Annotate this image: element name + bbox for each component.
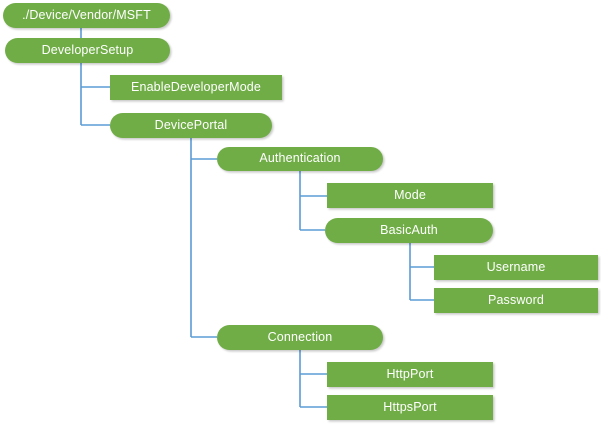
- tree-node-label: Authentication: [259, 151, 341, 166]
- tree-node-label: ./Device/Vendor/MSFT: [22, 7, 151, 22]
- tree-node-basicauth[interactable]: BasicAuth: [325, 218, 493, 243]
- tree-node-label: Mode: [394, 187, 426, 202]
- tree-node-connection[interactable]: Connection: [217, 325, 383, 350]
- tree-node-httpsport[interactable]: HttpsPort: [327, 395, 493, 420]
- tree-node-label: Username: [486, 259, 546, 274]
- tree-node-root[interactable]: ./Device/Vendor/MSFT: [3, 3, 170, 28]
- tree-node-label: HttpPort: [386, 366, 434, 381]
- tree-node-deviceportal[interactable]: DevicePortal: [110, 113, 272, 138]
- tree-node-label: HttpsPort: [383, 399, 437, 414]
- tree-node-label: Connection: [267, 329, 333, 344]
- tree-node-label: BasicAuth: [380, 222, 438, 237]
- tree-node-label: DeveloperSetup: [41, 42, 134, 57]
- tree-node-label: DevicePortal: [154, 117, 228, 132]
- tree-node-authentication[interactable]: Authentication: [217, 147, 383, 171]
- tree-node-label: Password: [487, 292, 545, 307]
- tree-node-developersetup[interactable]: DeveloperSetup: [5, 38, 170, 63]
- tree-node-username[interactable]: Username: [434, 255, 598, 280]
- tree-node-mode[interactable]: Mode: [327, 183, 493, 208]
- tree-node-label: EnableDeveloperMode: [130, 79, 262, 94]
- tree-node-enabledevelopermode[interactable]: EnableDeveloperMode: [110, 75, 282, 100]
- tree-node-httpport[interactable]: HttpPort: [327, 362, 493, 387]
- tree-node-password[interactable]: Password: [434, 288, 598, 313]
